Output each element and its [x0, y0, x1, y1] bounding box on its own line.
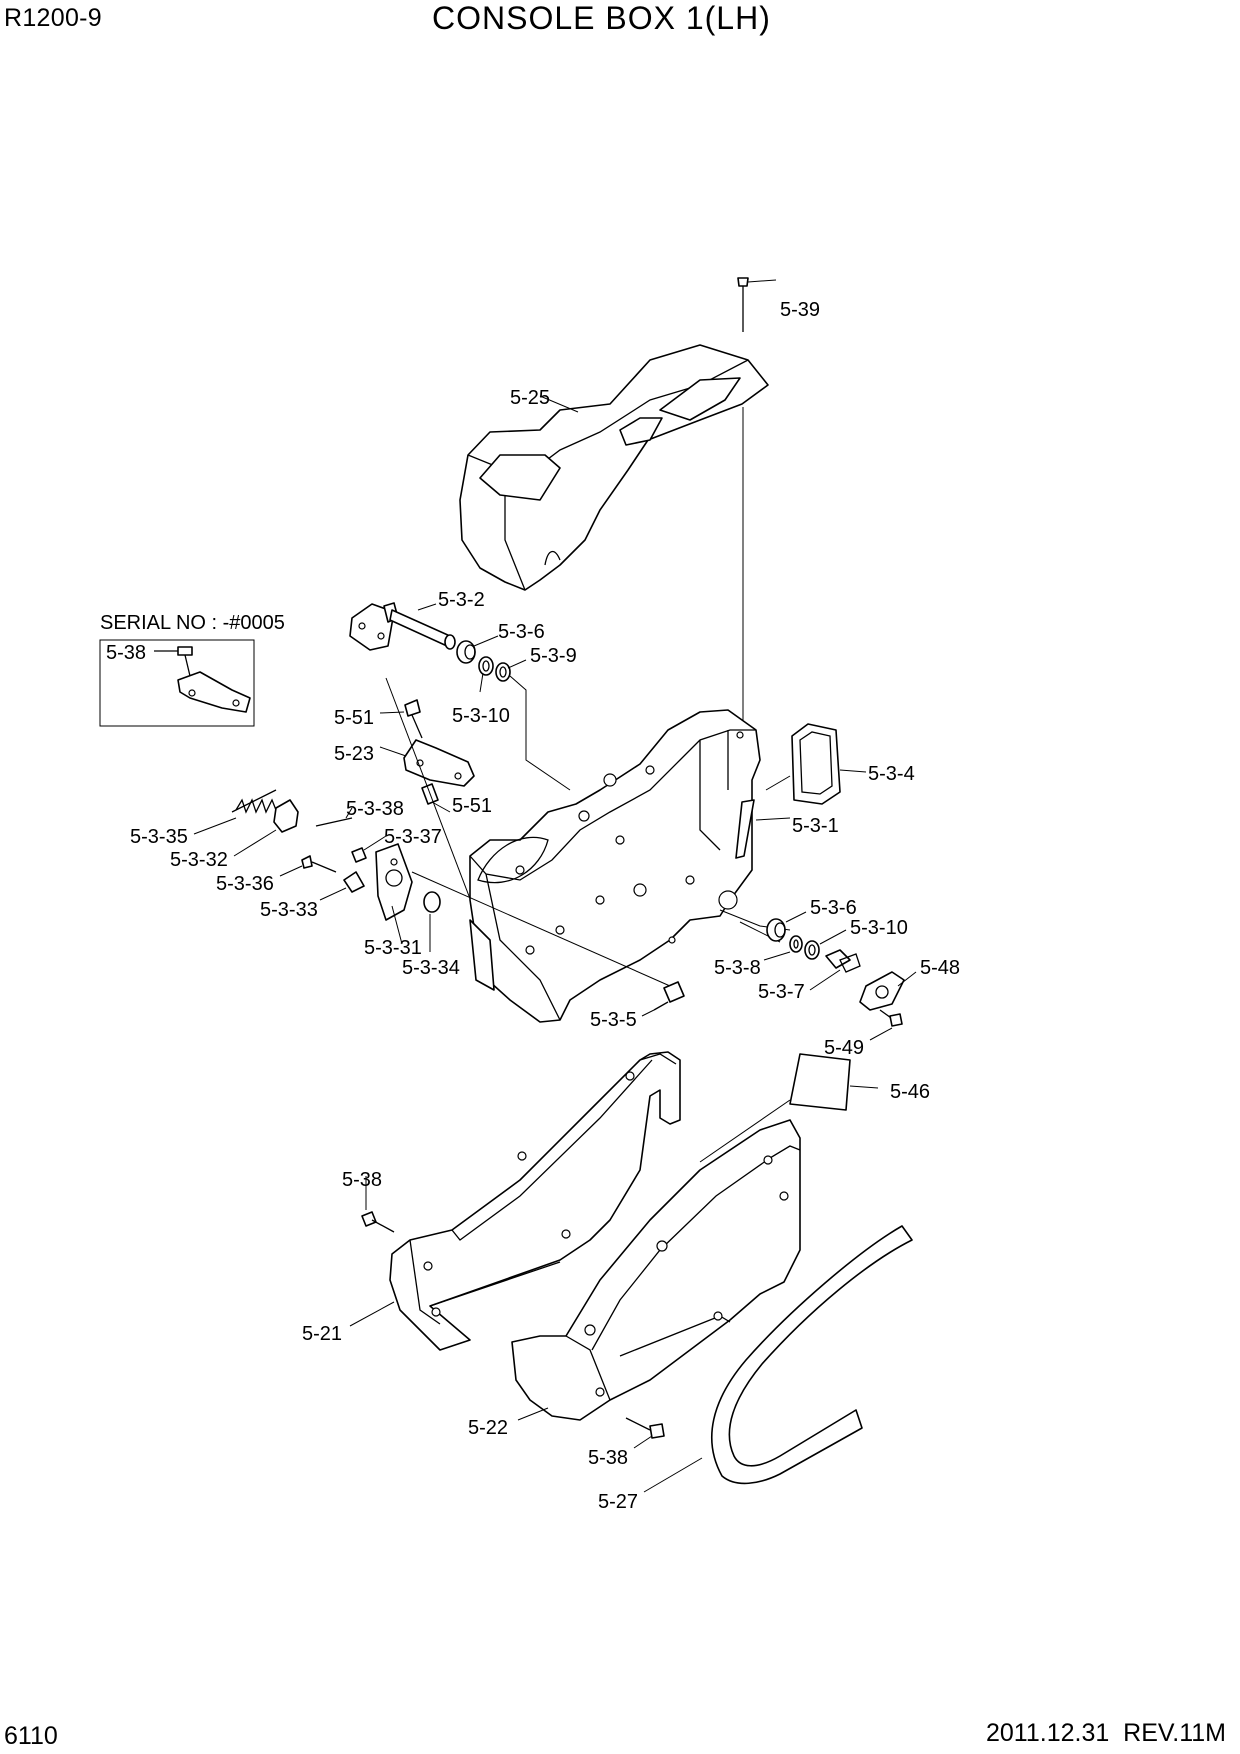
callout-5-3-34: 5-3-34	[402, 957, 460, 979]
inset-frame	[99, 639, 255, 727]
callout-5-3-35: 5-3-35	[130, 826, 188, 848]
part-5-21-side-panel	[389, 1051, 681, 1351]
callout-5-3-10-upper: 5-3-10	[452, 705, 510, 727]
callout-5-3-6-lower: 5-3-6	[810, 897, 857, 919]
part-5-3-4-seal	[765, 723, 867, 805]
part-5-3-31-plate	[375, 843, 413, 945]
callout-5-3-37: 5-3-37	[384, 826, 442, 848]
callout-5-3-10-lower: 5-3-10	[850, 917, 908, 939]
callout-5-38-right: 5-38	[588, 1447, 628, 1469]
part-5-27-trim	[643, 1225, 913, 1493]
part-5-3-5-bolt	[641, 981, 685, 1017]
part-5-38-screw-left	[361, 1176, 395, 1233]
callout-5-3-6-upper: 5-3-6	[498, 621, 545, 643]
part-5-39-bolt	[737, 277, 777, 332]
callout-5-3-31: 5-3-31	[364, 937, 422, 959]
part-5-3-2-shaft	[349, 602, 456, 651]
part-5-38-screw-right	[625, 1417, 665, 1449]
part-5-22-side-panel	[511, 1119, 801, 1421]
callout-5-3-9: 5-3-9	[530, 645, 577, 667]
serial-caption: SERIAL NO : -#0005	[100, 612, 285, 634]
page-number: 6110	[4, 1722, 58, 1750]
revision-date: 2011.12.31 REV.11M	[986, 1719, 1226, 1747]
assembly-line-5-23	[385, 677, 473, 905]
part-5-3-34-cap	[423, 891, 441, 952]
callout-5-3-33: 5-3-33	[260, 899, 318, 921]
callout-5-3-8: 5-3-8	[714, 957, 761, 979]
callout-5-3-7: 5-3-7	[758, 981, 805, 1003]
callout-5-51-upper: 5-51	[334, 707, 374, 729]
part-5-49-screw	[869, 1009, 903, 1041]
part-5-3-6-bushing-upper	[456, 635, 571, 791]
callout-5-3-4: 5-3-4	[868, 763, 915, 785]
callout-5-39: 5-39	[780, 299, 820, 321]
callout-5-48: 5-48	[920, 957, 960, 979]
callout-5-46: 5-46	[890, 1081, 930, 1103]
part-5-48-cover-plate	[859, 971, 917, 1011]
callout-5-21: 5-21	[302, 1323, 342, 1345]
callout-5-3-32: 5-3-32	[170, 849, 228, 871]
callout-5-51-lower: 5-51	[452, 795, 492, 817]
part-5-3-38-pin	[315, 807, 353, 827]
assembly-line-5-3-5	[411, 871, 671, 987]
callout-5-49: 5-49	[824, 1037, 864, 1059]
callout-5-25: 5-25	[510, 387, 550, 409]
callout-5-38-left: 5-38	[342, 1169, 382, 1191]
callout-5-3-2: 5-3-2	[438, 589, 485, 611]
part-5-3-35-spring	[193, 789, 277, 835]
callout-5-23: 5-23	[334, 743, 374, 765]
part-5-3-32-block	[233, 799, 299, 857]
part-5-23-bracket	[379, 739, 475, 787]
callout-5-27: 5-27	[598, 1491, 638, 1513]
part-5-25-cover	[459, 344, 769, 591]
part-5-3-33-bushing	[319, 871, 365, 901]
part-5-3-37-pin	[351, 835, 387, 863]
model-code: R1200-9	[4, 4, 102, 32]
callout-5-3-36: 5-3-36	[216, 873, 274, 895]
part-5-51-bolt-upper	[379, 699, 423, 739]
callout-5-3-1: 5-3-1	[792, 815, 839, 837]
part-5-3-36-bolt	[279, 855, 337, 877]
part-5-3-7-bolt	[809, 949, 861, 991]
part-5-3-1-frame	[469, 709, 791, 1023]
callout-5-22: 5-22	[468, 1417, 508, 1439]
part-5-51-bolt-lower	[421, 783, 451, 813]
part-5-3-6-bushing-lower	[766, 911, 807, 942]
part-5-3-10-washer	[804, 929, 847, 960]
leader-5-21	[349, 1301, 395, 1327]
page-title: CONSOLE BOX 1(LH)	[432, 0, 771, 36]
leader-5-22	[517, 1407, 549, 1421]
serial-inset: SERIAL NO : -#0005 5-38	[99, 612, 285, 727]
inset-part-label: 5-38	[106, 642, 146, 664]
part-5-3-8-washer	[763, 935, 803, 961]
part-5-46-label	[699, 1053, 879, 1163]
callout-5-3-38: 5-3-38	[346, 798, 404, 820]
inset-bracket-part	[154, 646, 251, 713]
callout-5-3-5: 5-3-5	[590, 1009, 637, 1031]
